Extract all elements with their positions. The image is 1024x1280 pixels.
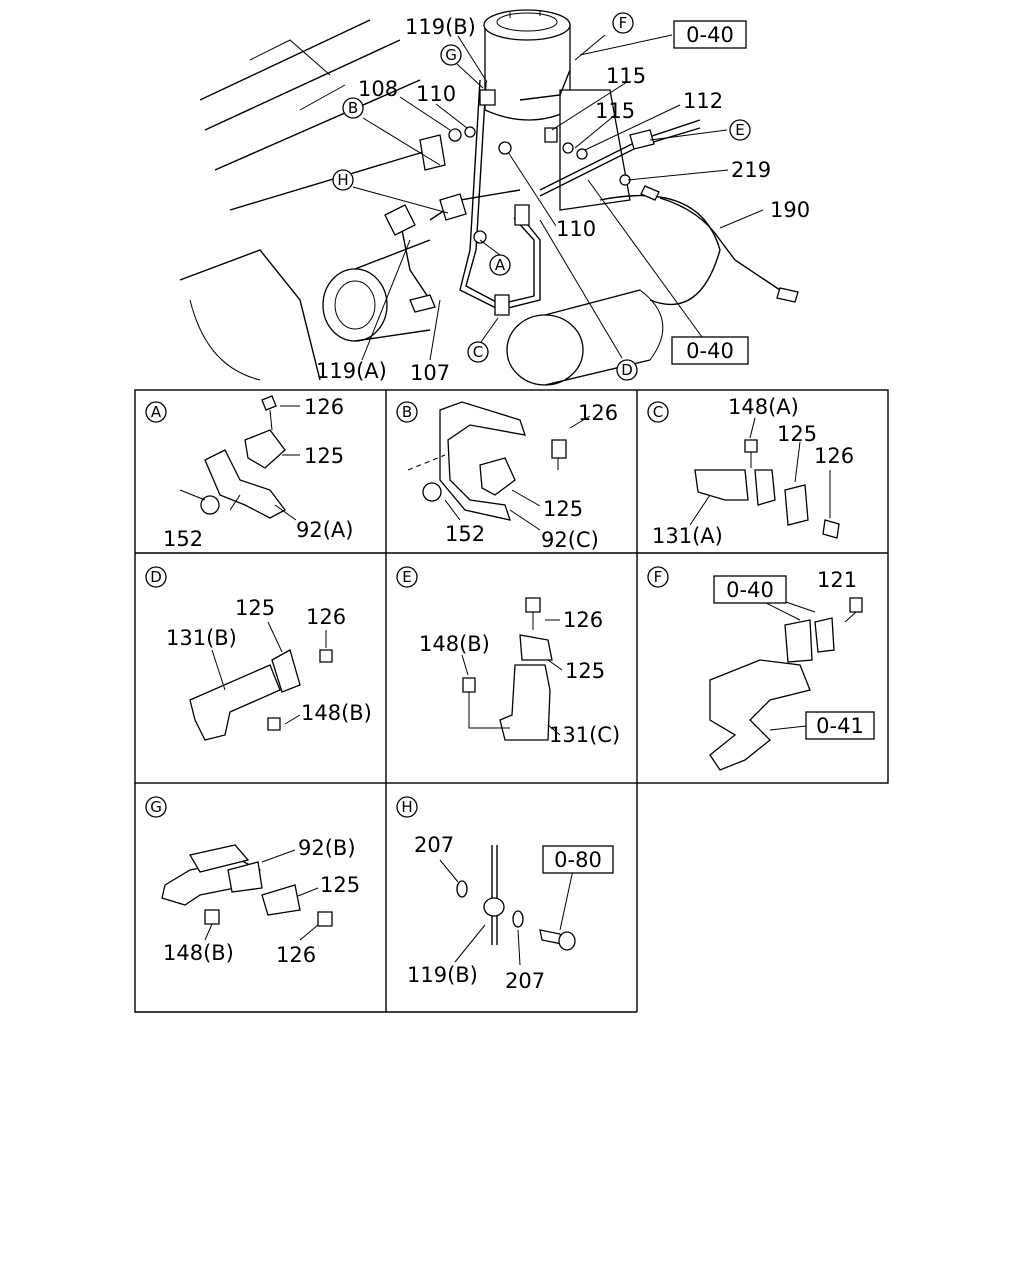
- engine-illustration: [179, 9, 799, 386]
- part-label: 126: [563, 608, 603, 632]
- panel-letter: A: [145, 401, 167, 423]
- main-leader-lines: [352, 34, 764, 361]
- part-label: 126: [578, 401, 618, 425]
- part-label: 207: [414, 833, 454, 857]
- main-labels: 119(B) 108 110 115 115 112 219 190 110 1…: [316, 12, 810, 385]
- svg-text:0-80: 0-80: [554, 848, 602, 872]
- detail-panel-f: F 121 0-40 0-41: [647, 566, 875, 771]
- detail-grid: [134, 389, 889, 1013]
- part-label: 126: [304, 395, 344, 419]
- part-label: 92(C): [541, 528, 599, 552]
- part-label: 148(B): [163, 941, 234, 965]
- reference-box[interactable]: 0-80: [542, 845, 614, 874]
- part-label: 125: [320, 873, 360, 897]
- part-label: 92(B): [298, 836, 356, 860]
- detail-panel-g: G 92(B) 125 148(B) 126: [145, 796, 360, 967]
- detail-panel-a: A 126 125 152 92(A): [145, 395, 353, 551]
- svg-text:G: G: [150, 798, 162, 816]
- svg-text:H: H: [337, 171, 348, 189]
- part-label: 152: [445, 522, 485, 546]
- reference-box[interactable]: 0-40: [713, 575, 787, 604]
- part-label: 126: [276, 943, 316, 967]
- svg-text:A: A: [495, 256, 506, 274]
- reference-box[interactable]: 0-41: [805, 711, 875, 740]
- svg-text:B: B: [348, 99, 358, 117]
- detail-panel-c: C 148(A) 125 126 131(A): [647, 395, 854, 548]
- callout-circle: B: [342, 97, 364, 119]
- part-label: 190: [770, 198, 810, 222]
- svg-text:0-40: 0-40: [726, 578, 774, 602]
- part-label: 121: [817, 568, 857, 592]
- panel-letter: B: [396, 401, 418, 423]
- part-label: 115: [606, 64, 646, 88]
- part-label: 119(A): [316, 359, 387, 383]
- panel-letter: D: [145, 566, 167, 588]
- part-label: 125: [304, 444, 344, 468]
- part-label: 131(C): [549, 723, 620, 747]
- detail-panel-e: E 126 148(B) 125 131(C): [396, 566, 620, 747]
- svg-text:C: C: [653, 403, 663, 421]
- detail-panel-b: B 126 125 152 92(C): [396, 401, 618, 552]
- svg-text:G: G: [445, 46, 457, 64]
- panel-letter: F: [647, 566, 669, 588]
- svg-text:F: F: [619, 14, 628, 32]
- svg-text:B: B: [402, 403, 412, 421]
- callout-circle: A: [489, 254, 511, 276]
- part-label: 125: [565, 659, 605, 683]
- part-label: 207: [505, 969, 545, 993]
- svg-text:C: C: [473, 343, 483, 361]
- svg-text:E: E: [735, 121, 744, 139]
- svg-text:D: D: [150, 568, 162, 586]
- part-label: 219: [731, 158, 771, 182]
- reference-box[interactable]: 0-40: [671, 336, 749, 365]
- svg-text:0-40: 0-40: [686, 23, 734, 47]
- svg-text:D: D: [621, 361, 633, 379]
- detail-panel-d: D 125 126 131(B) 148(B): [145, 566, 372, 741]
- panel-letter: C: [647, 401, 669, 423]
- svg-text:H: H: [401, 798, 412, 816]
- panel-letter: H: [396, 796, 418, 818]
- part-label: 110: [416, 82, 456, 106]
- svg-text:0-41: 0-41: [816, 714, 864, 738]
- part-label: 148(A): [728, 395, 799, 419]
- part-label: 126: [306, 605, 346, 629]
- callout-circle: C: [467, 341, 489, 363]
- part-label: 108: [358, 77, 398, 101]
- part-label: 125: [235, 596, 275, 620]
- callout-circle: D: [616, 359, 638, 381]
- svg-text:A: A: [151, 403, 162, 421]
- part-label: 112: [683, 89, 723, 113]
- callout-circle: G: [440, 44, 462, 66]
- panel-letter: E: [396, 566, 418, 588]
- part-label: 115: [595, 99, 635, 123]
- part-label: 131(A): [652, 524, 723, 548]
- panel-letter: G: [145, 796, 167, 818]
- part-label: 152: [163, 527, 203, 551]
- part-label: 131(B): [166, 626, 237, 650]
- part-label: 119(B): [405, 15, 476, 39]
- part-label: 110: [556, 217, 596, 241]
- part-label: 107: [410, 361, 450, 385]
- part-label: 148(B): [419, 632, 490, 656]
- reference-box[interactable]: 0-40: [673, 20, 747, 49]
- callout-circle: E: [729, 119, 751, 141]
- part-label: 125: [543, 497, 583, 521]
- part-label: 125: [777, 422, 817, 446]
- callout-circle: H: [332, 169, 354, 191]
- svg-text:F: F: [654, 568, 663, 586]
- callout-circle: F: [612, 12, 634, 34]
- svg-text:0-40: 0-40: [686, 339, 734, 363]
- detail-panel-h: H 207 119(B) 207 0-80: [396, 796, 614, 993]
- svg-text:E: E: [402, 568, 411, 586]
- part-label: 119(B): [407, 963, 478, 987]
- part-label: 148(B): [301, 701, 372, 725]
- part-label: 92(A): [296, 518, 353, 542]
- part-label: 126: [814, 444, 854, 468]
